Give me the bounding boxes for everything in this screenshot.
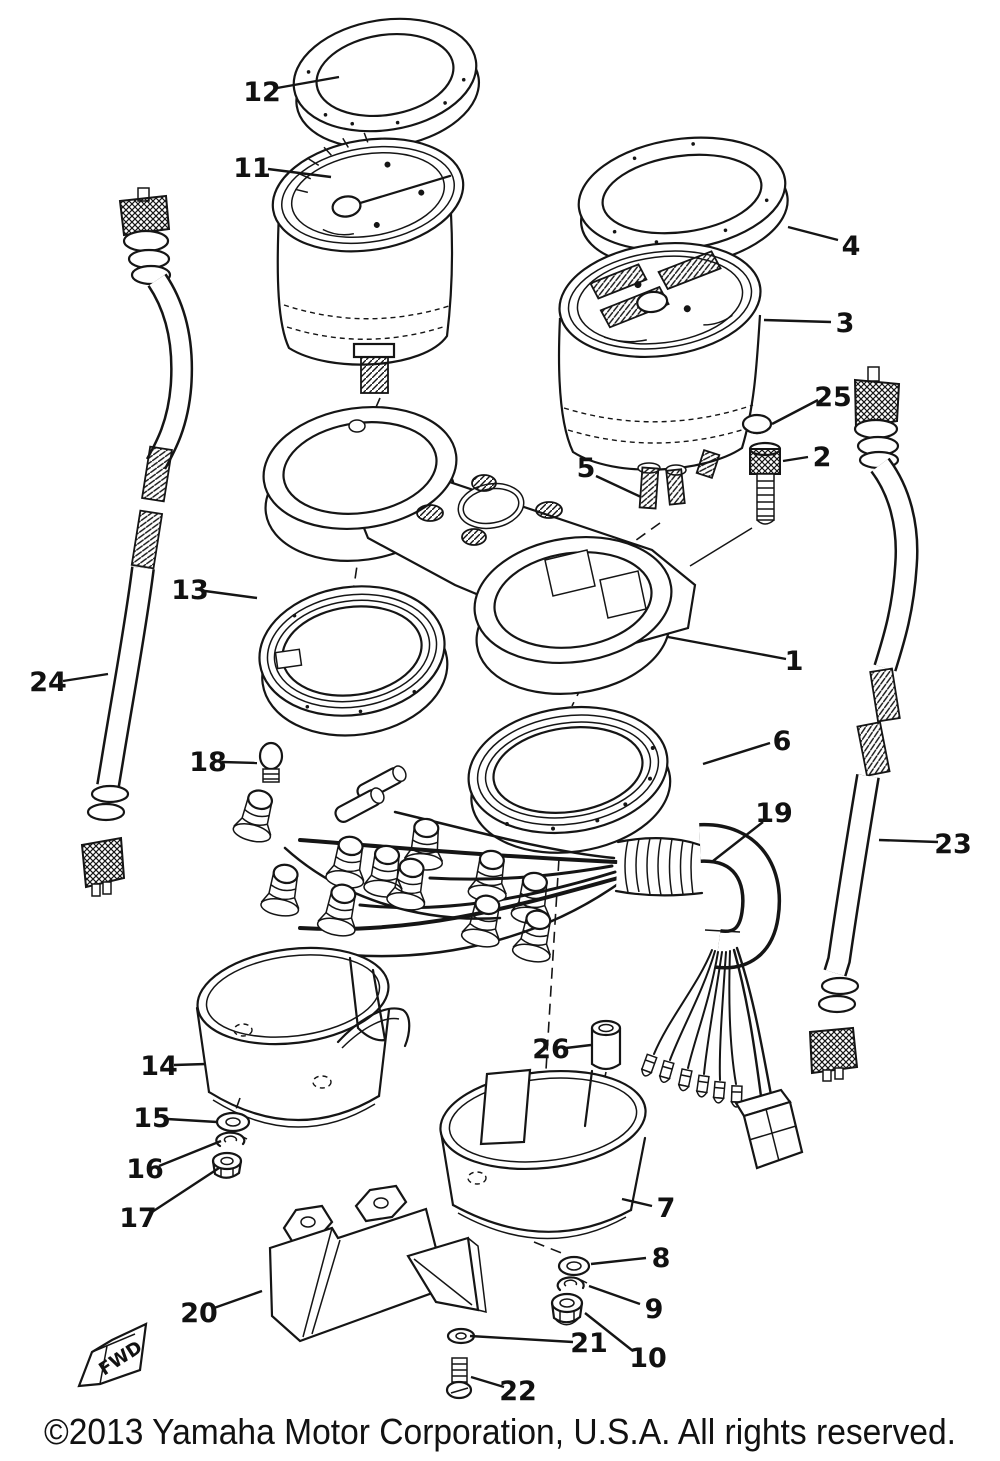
callout-9: 9 — [645, 1294, 664, 1325]
wiring-harness-19 — [283, 810, 620, 958]
callout-7: 7 — [657, 1193, 676, 1224]
spring-washer-16 — [215, 1131, 248, 1148]
callout-leaders — [62, 75, 939, 1389]
bulb-socket-cluster — [230, 765, 560, 966]
harness-sleeve — [614, 822, 781, 970]
callout-6: 6 — [773, 726, 792, 757]
nut-10 — [550, 1292, 584, 1326]
speedometer-11 — [271, 132, 465, 394]
callout-14: 14 — [140, 1051, 178, 1082]
speedometer-cable-24 — [80, 187, 194, 897]
washer-21 — [446, 1327, 476, 1345]
bracket-20 — [268, 1184, 487, 1343]
tachometer-3 — [557, 241, 762, 510]
callout-2: 2 — [813, 442, 832, 473]
callout-23: 23 — [934, 829, 972, 860]
collar-26 — [590, 1019, 622, 1071]
callout-18: 18 — [189, 747, 227, 778]
meter-cover-7 — [439, 1068, 647, 1240]
callout-11: 11 — [233, 153, 271, 184]
meter-cover-14 — [195, 946, 411, 1128]
damper-ring-6 — [467, 705, 672, 854]
callout-4: 4 — [842, 231, 861, 262]
callout-10: 10 — [629, 1343, 667, 1374]
callout-19: 19 — [755, 798, 793, 829]
tachometer-cable-23 — [808, 366, 919, 1082]
cap-25 — [741, 413, 773, 435]
callout-1: 1 — [785, 646, 804, 677]
callout-5: 5 — [577, 453, 596, 484]
washer-15 — [215, 1111, 251, 1133]
harness-connector — [734, 1088, 804, 1170]
nut-17 — [211, 1151, 243, 1179]
callout-8: 8 — [652, 1243, 671, 1274]
copyright-text: ©2013 Yamaha Motor Corporation, U.S.A. A… — [44, 1411, 956, 1452]
washer-8 — [557, 1255, 591, 1277]
callout-3: 3 — [836, 308, 855, 339]
bolt-2 — [689, 441, 782, 567]
callout-13: 13 — [171, 575, 209, 606]
callout-24: 24 — [29, 667, 67, 698]
callout-22: 22 — [499, 1376, 537, 1407]
callout-26: 26 — [532, 1034, 570, 1065]
callout-labels: 1 2 3 4 5 6 7 8 9 10 11 12 13 14 15 16 1… — [29, 77, 972, 1407]
bulb-18 — [258, 741, 284, 783]
callout-16: 16 — [126, 1154, 164, 1185]
meter-bracket-1 — [262, 405, 697, 695]
damper-ring-13 — [258, 585, 449, 737]
callout-20: 20 — [180, 1298, 218, 1329]
callout-25: 25 — [814, 382, 852, 413]
speedometer-rim-12 — [292, 17, 481, 150]
callout-21: 21 — [570, 1328, 608, 1359]
fwd-marker: FWD — [77, 1322, 148, 1388]
callout-15: 15 — [133, 1103, 171, 1134]
callout-12: 12 — [243, 77, 281, 108]
callout-17: 17 — [119, 1203, 157, 1234]
screw-22 — [445, 1357, 473, 1400]
harness-wire-fan — [639, 946, 774, 1108]
spring-washer-9 — [556, 1276, 588, 1292]
tachometer-rim-4 — [577, 136, 789, 269]
